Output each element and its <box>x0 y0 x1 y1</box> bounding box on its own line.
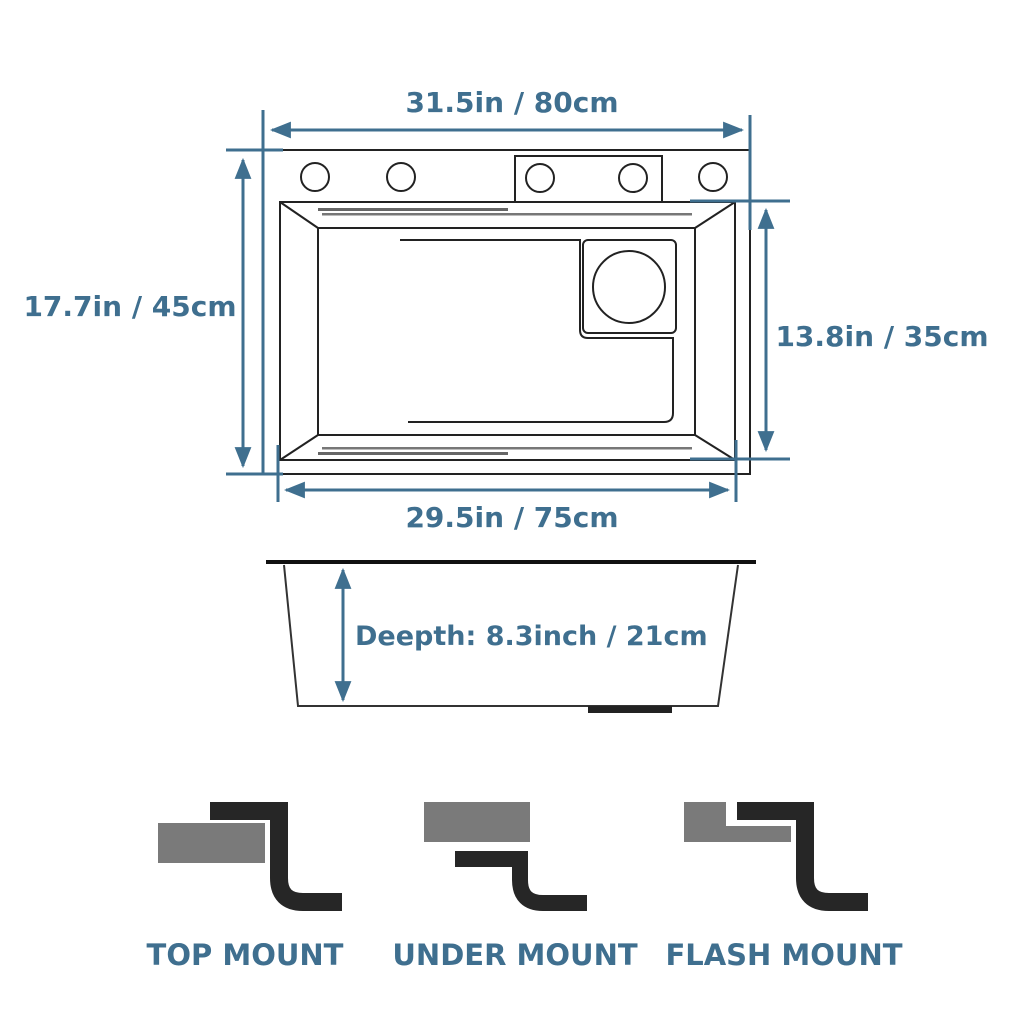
dimension-lines <box>226 110 790 703</box>
countertop-block <box>424 802 530 842</box>
top-mount-label: TOP MOUNT <box>147 938 344 972</box>
drainboard-outline <box>400 239 674 423</box>
countertop-block <box>158 823 265 863</box>
drain-outlet <box>588 706 672 713</box>
mount-top: TOP MOUNT <box>147 802 344 972</box>
rail-slot <box>318 208 508 211</box>
inner-width-label: 29.5in / 75cm <box>405 501 618 534</box>
faucet-panel <box>514 155 663 203</box>
sink-bowl-profile <box>283 564 739 707</box>
countertop-block <box>684 802 791 842</box>
drain-basket-box <box>582 239 677 334</box>
mount-flash: FLASH MOUNT <box>665 802 903 972</box>
bowl-bottom <box>317 227 696 436</box>
tap-hole <box>300 162 330 192</box>
sink-edge-profile <box>210 802 342 911</box>
tap-hole <box>618 163 648 193</box>
tap-hole <box>525 163 555 193</box>
overall-width-label: 31.5in / 80cm <box>405 86 618 119</box>
bowl-top-edge <box>279 201 736 461</box>
flash-mount-label: FLASH MOUNT <box>665 938 902 972</box>
sink-side-view <box>266 560 756 713</box>
depth-label: Deepth: 8.3inch / 21cm <box>355 621 708 652</box>
rail-slot <box>322 447 692 450</box>
mount-under: UNDER MOUNT <box>392 802 638 972</box>
rail-slot <box>322 213 692 216</box>
tap-hole <box>698 162 728 192</box>
drain-basket-circle <box>592 250 666 324</box>
under-mount-label: UNDER MOUNT <box>392 938 637 972</box>
inner-length-label: 13.8in / 35cm <box>775 320 988 353</box>
sink-edge-profile <box>737 802 868 911</box>
sink-edge-profile <box>455 851 587 911</box>
overall-length-label: 17.7in / 45cm <box>23 290 236 323</box>
sink-top-view <box>262 149 751 475</box>
tap-hole <box>386 162 416 192</box>
rail-slot <box>318 452 508 455</box>
